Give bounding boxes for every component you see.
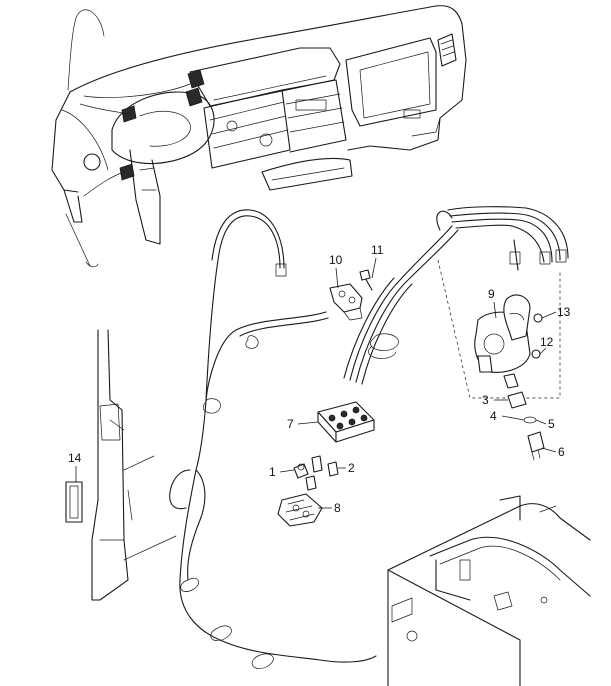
- callout-11: 11: [371, 243, 384, 257]
- part-9-lever-valve: [474, 294, 531, 389]
- part-8-connector-block: [277, 493, 323, 527]
- callout-5: 5: [548, 417, 555, 431]
- part-10-bracket: [329, 283, 363, 321]
- part-6-sensor: [527, 431, 545, 461]
- part-5-o-ring: [523, 416, 537, 424]
- chassis-frame: [387, 495, 591, 686]
- callout-8: 8: [334, 501, 341, 515]
- part-1-fitting: [293, 463, 309, 479]
- cab-side-panel: [91, 329, 177, 601]
- callout-12: 12: [540, 335, 554, 349]
- callout-10: 10: [329, 253, 343, 267]
- leader-lines: [75, 257, 557, 509]
- callout-7: 7: [287, 417, 294, 431]
- part-2-fittings: [305, 455, 339, 491]
- callout-14: 14: [68, 451, 82, 465]
- part-11-bolt: [359, 269, 373, 291]
- callout-6: 6: [558, 445, 565, 459]
- callout-2: 2: [348, 461, 355, 475]
- callout-13: 13: [557, 305, 571, 319]
- part-12-screw: [531, 349, 541, 359]
- part-7-valve-block: [317, 401, 375, 443]
- callout-labels: 10 11 7 1 2 8 9 13 12 3 4 5 6 14: [68, 243, 571, 515]
- air-pipes: [169, 206, 569, 670]
- part-13-screw: [533, 313, 543, 323]
- callout-3: 3: [482, 393, 489, 407]
- dashboard-assembly: [51, 5, 467, 268]
- part-14-label: [65, 481, 83, 523]
- callout-1: 1: [269, 465, 276, 479]
- callout-4: 4: [490, 409, 497, 423]
- part-3-fitting: [507, 391, 527, 409]
- callout-9: 9: [488, 287, 495, 301]
